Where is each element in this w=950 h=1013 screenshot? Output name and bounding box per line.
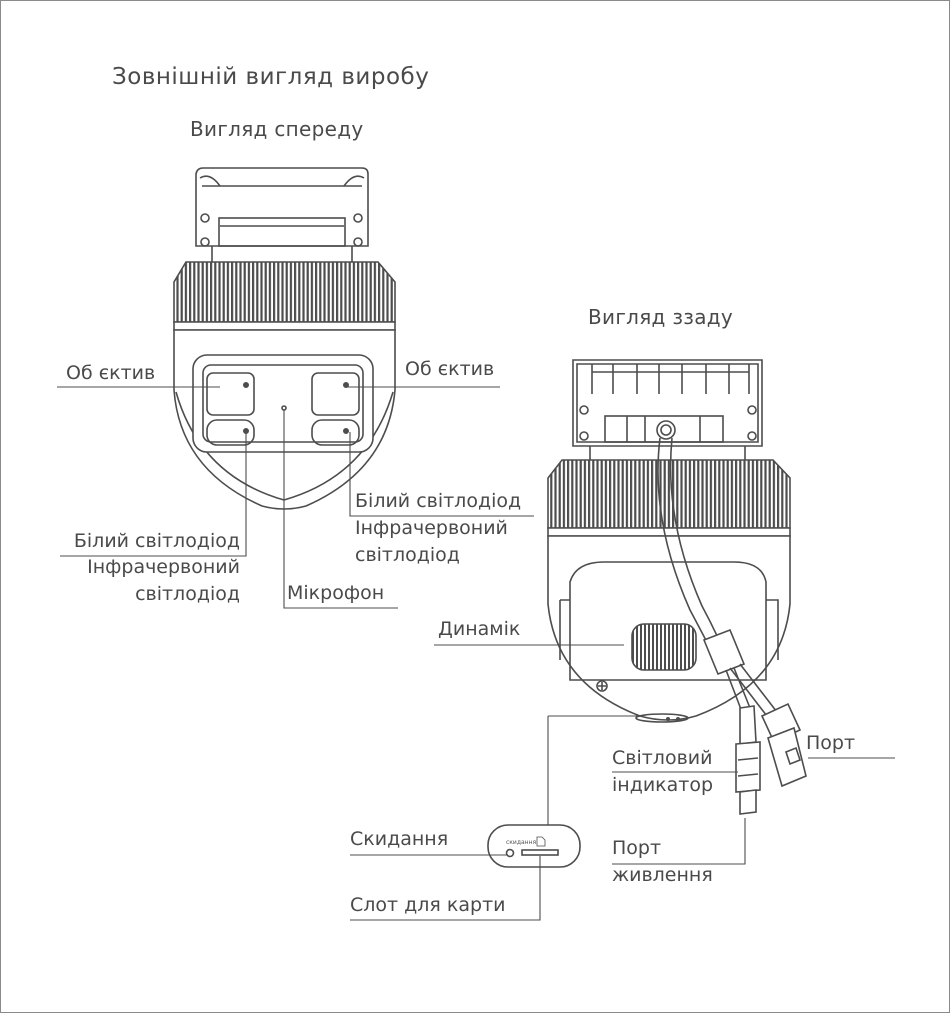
- page-title: Зовнішній вигляд виробу: [112, 64, 429, 91]
- label-power-line2: живлення: [612, 862, 713, 889]
- rear-view-heading: Вигляд ззаду: [588, 304, 733, 331]
- label-led-left-line3: світлодіод: [40, 581, 240, 608]
- label-lens-right: Об єктив: [405, 356, 494, 383]
- label-microphone: Мікрофон: [287, 580, 384, 607]
- label-card-slot: Слот для карти: [350, 892, 506, 919]
- label-led-right-line1: Білий світлодіод: [355, 488, 521, 515]
- label-port: Порт: [806, 730, 855, 757]
- label-indicator-line1: Світловий: [612, 745, 712, 772]
- label-reset: Скидання: [350, 826, 448, 853]
- label-power-line1: Порт: [612, 835, 661, 862]
- label-led-right-line3: світлодіод: [355, 542, 460, 569]
- label-speaker: Динамік: [438, 616, 520, 643]
- label-indicator-line2: індикатор: [612, 772, 713, 799]
- label-lens-left: Об єктив: [66, 360, 155, 387]
- rear-camera: [548, 360, 790, 722]
- label-led-left-line1: Білий світлодіод: [40, 528, 240, 555]
- label-led-left-line2: Інфрачервоний: [40, 554, 240, 581]
- reset-card-inset: скидання: [488, 825, 580, 867]
- label-led-right-line2: Інфрачервоний: [355, 515, 508, 542]
- reset-inset-label: скидання: [506, 839, 536, 846]
- front-view-heading: Вигляд спереду: [190, 116, 363, 143]
